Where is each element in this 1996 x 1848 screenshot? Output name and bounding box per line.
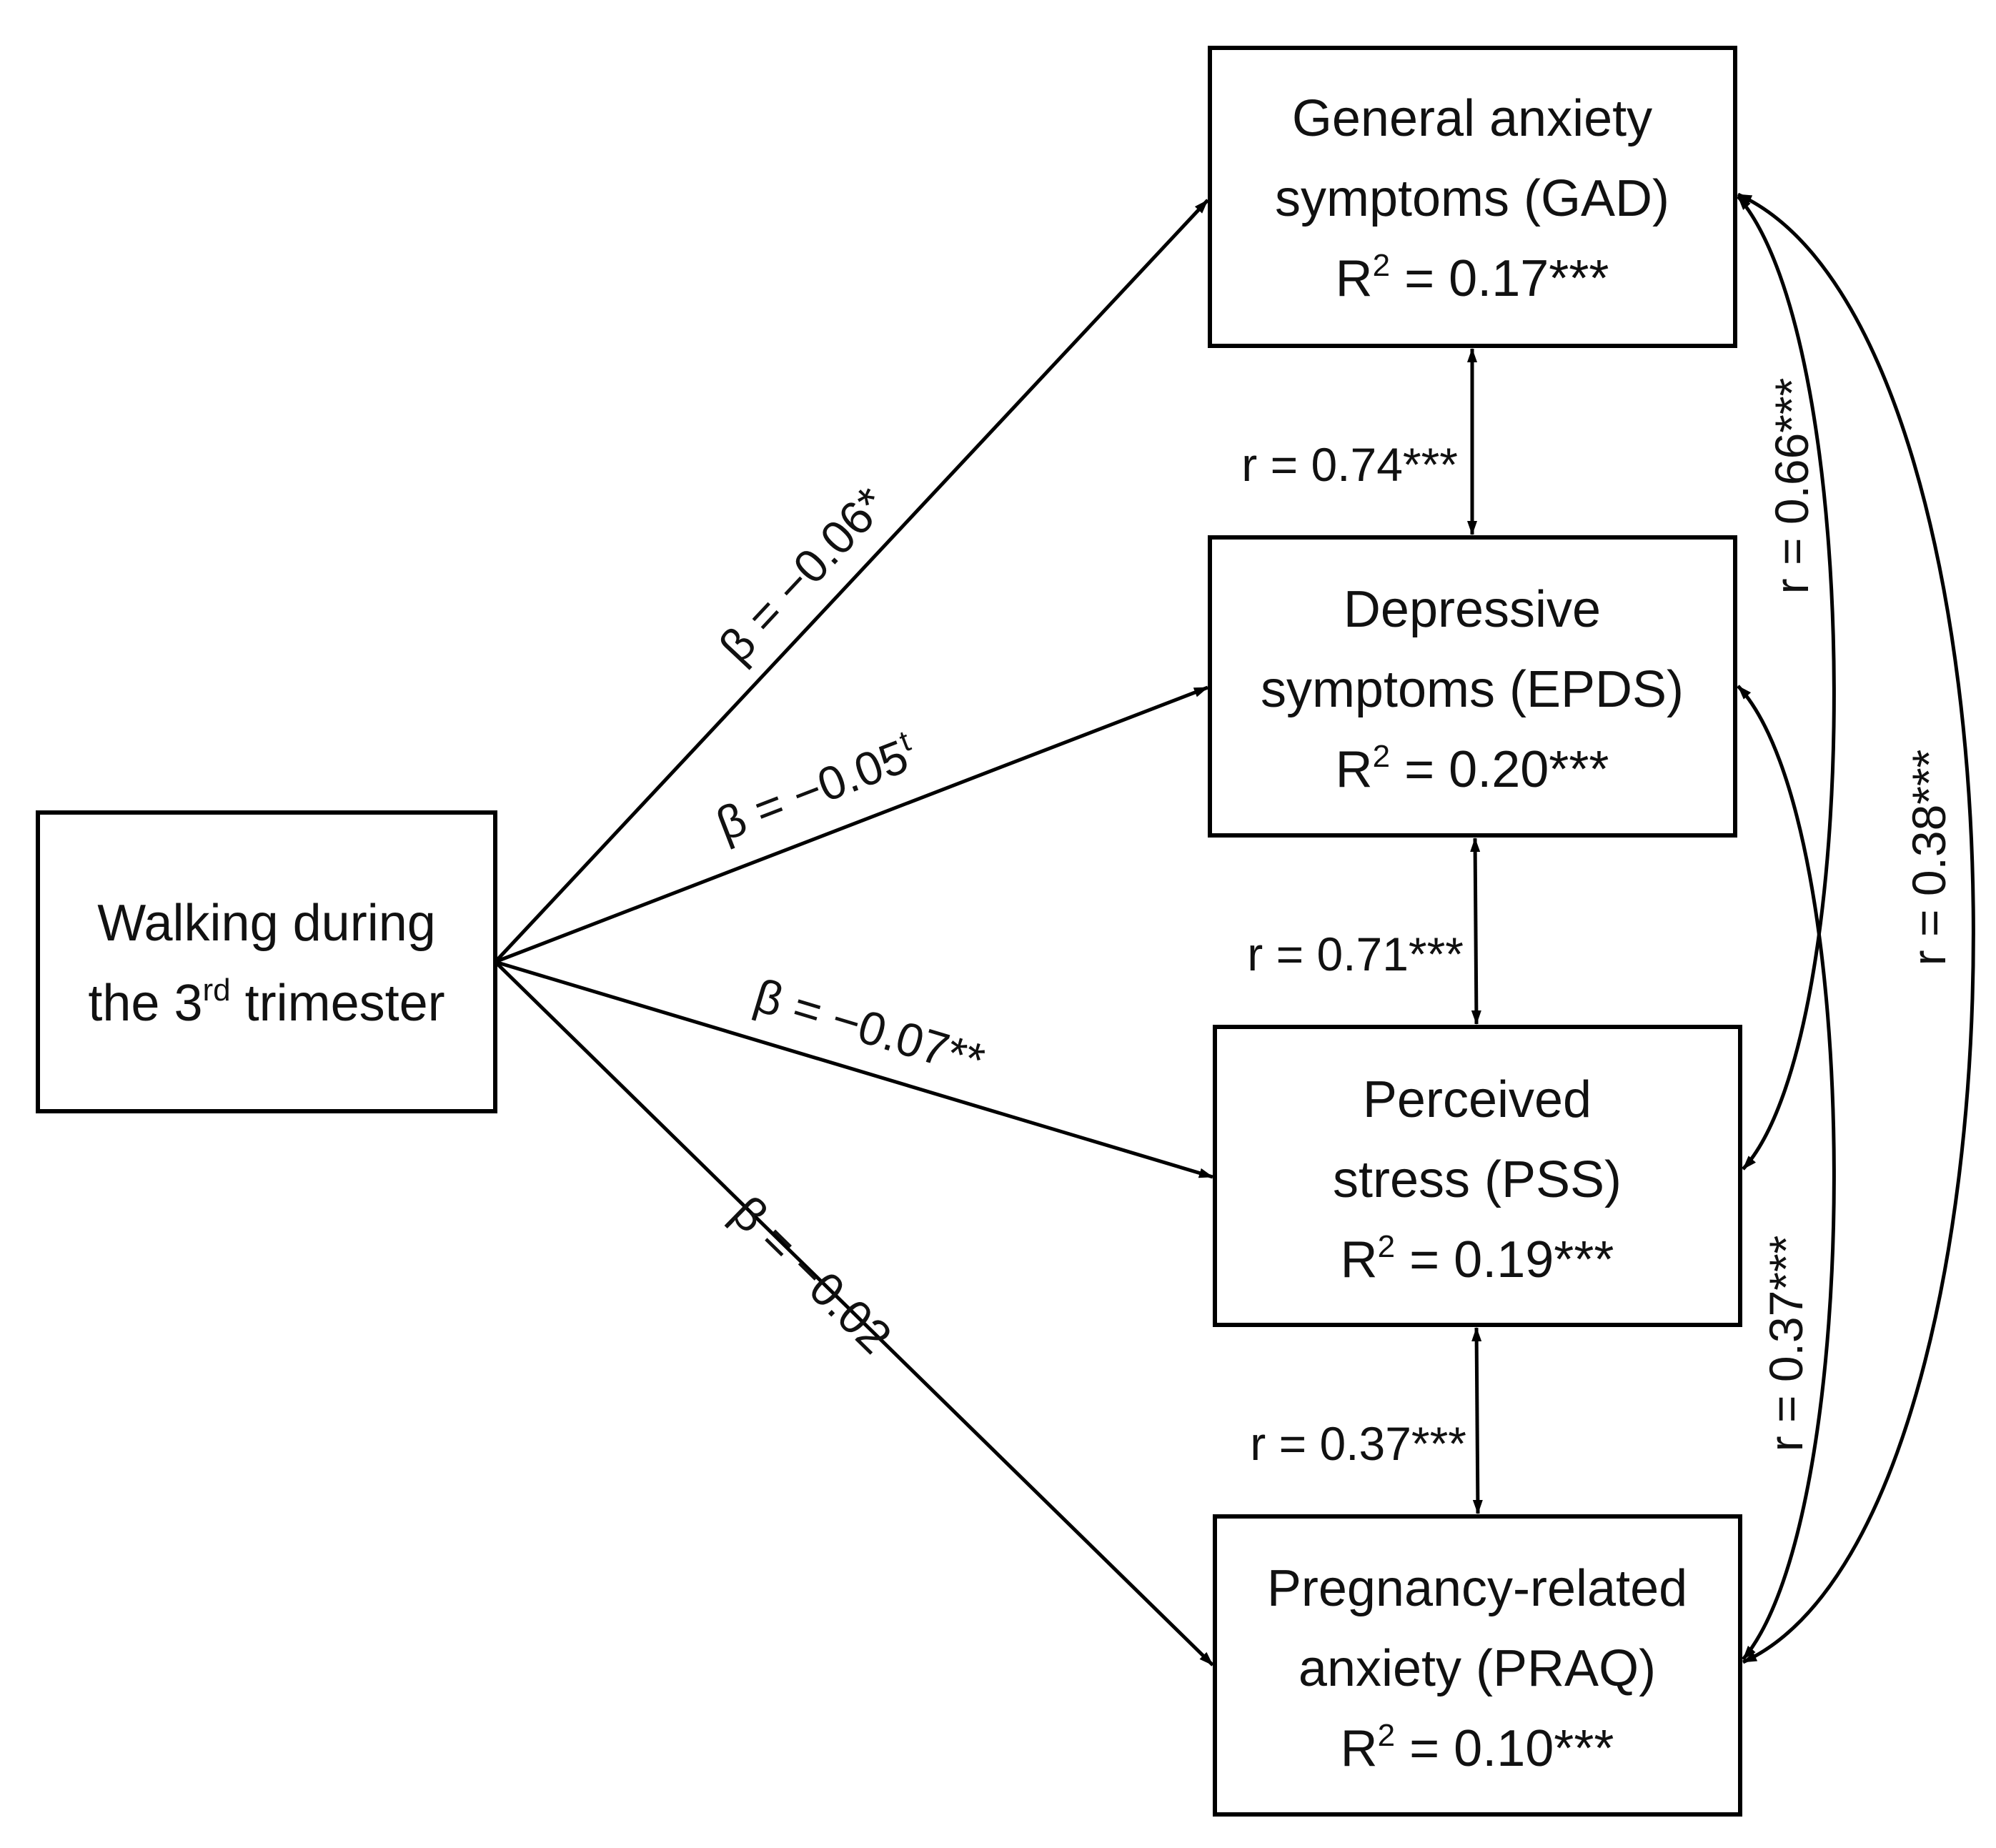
path-walking-praq bbox=[494, 960, 1214, 1666]
path-walking-epds bbox=[495, 685, 1208, 964]
gad-r2: R2 = 0.17*** bbox=[1336, 248, 1609, 307]
corr-label-gad-praq: r = 0.38*** bbox=[1902, 750, 1955, 966]
praq-label-line2: anxiety (PRAQ) bbox=[1299, 1640, 1656, 1697]
corr-epds-praq bbox=[1737, 685, 1836, 1661]
pss-label-line2: stress (PSS) bbox=[1333, 1151, 1622, 1208]
path-walking-gad bbox=[494, 199, 1209, 963]
praq-box bbox=[1213, 1514, 1742, 1817]
corr-label-epds-praq: r = 0.37*** bbox=[1759, 1236, 1812, 1452]
gad-label-line1: General anxiety bbox=[1292, 90, 1652, 147]
gad-box bbox=[1208, 46, 1737, 348]
walking-box bbox=[36, 810, 497, 1113]
pss-r2: R2 = 0.19*** bbox=[1341, 1229, 1614, 1288]
path-label-pss: β = −0.07** bbox=[748, 968, 990, 1087]
corr-gad-pss bbox=[1737, 195, 1836, 1171]
corr-label-pss-praq: r = 0.37*** bbox=[1250, 1417, 1466, 1470]
epds-box bbox=[1208, 535, 1737, 838]
praq-r2: R2 = 0.10*** bbox=[1341, 1718, 1614, 1777]
corr-pss-praq bbox=[1471, 1327, 1483, 1514]
pss-box bbox=[1213, 1025, 1742, 1327]
corr-label-gad-epds: r = 0.74*** bbox=[1241, 438, 1458, 491]
corr-gad-praq bbox=[1737, 192, 1975, 1664]
epds-label-line1: Depressive bbox=[1344, 581, 1601, 638]
gad-label-line2: symptoms (GAD) bbox=[1275, 170, 1669, 227]
corr-label-gad-pss: r = 0.66*** bbox=[1765, 378, 1818, 595]
pss-label-line1: Perceived bbox=[1363, 1071, 1592, 1128]
corr-epds-pss bbox=[1470, 838, 1481, 1025]
path-label-gad: β = −0.06* bbox=[709, 477, 897, 672]
corr-label-epds-pss: r = 0.71*** bbox=[1247, 928, 1464, 980]
walking-label-line1: Walking during bbox=[97, 895, 436, 952]
epds-label-line2: symptoms (EPDS) bbox=[1261, 661, 1684, 718]
praq-label-line1: Pregnancy-related bbox=[1267, 1560, 1687, 1617]
path-walking-pss bbox=[495, 960, 1213, 1179]
walking-label-line2: the 3rd trimester bbox=[88, 973, 445, 1032]
epds-r2: R2 = 0.20*** bbox=[1336, 739, 1609, 798]
path-label-epds: β = −0.05t bbox=[708, 724, 923, 851]
path-label-praq: β = −0.02 bbox=[722, 1186, 902, 1363]
